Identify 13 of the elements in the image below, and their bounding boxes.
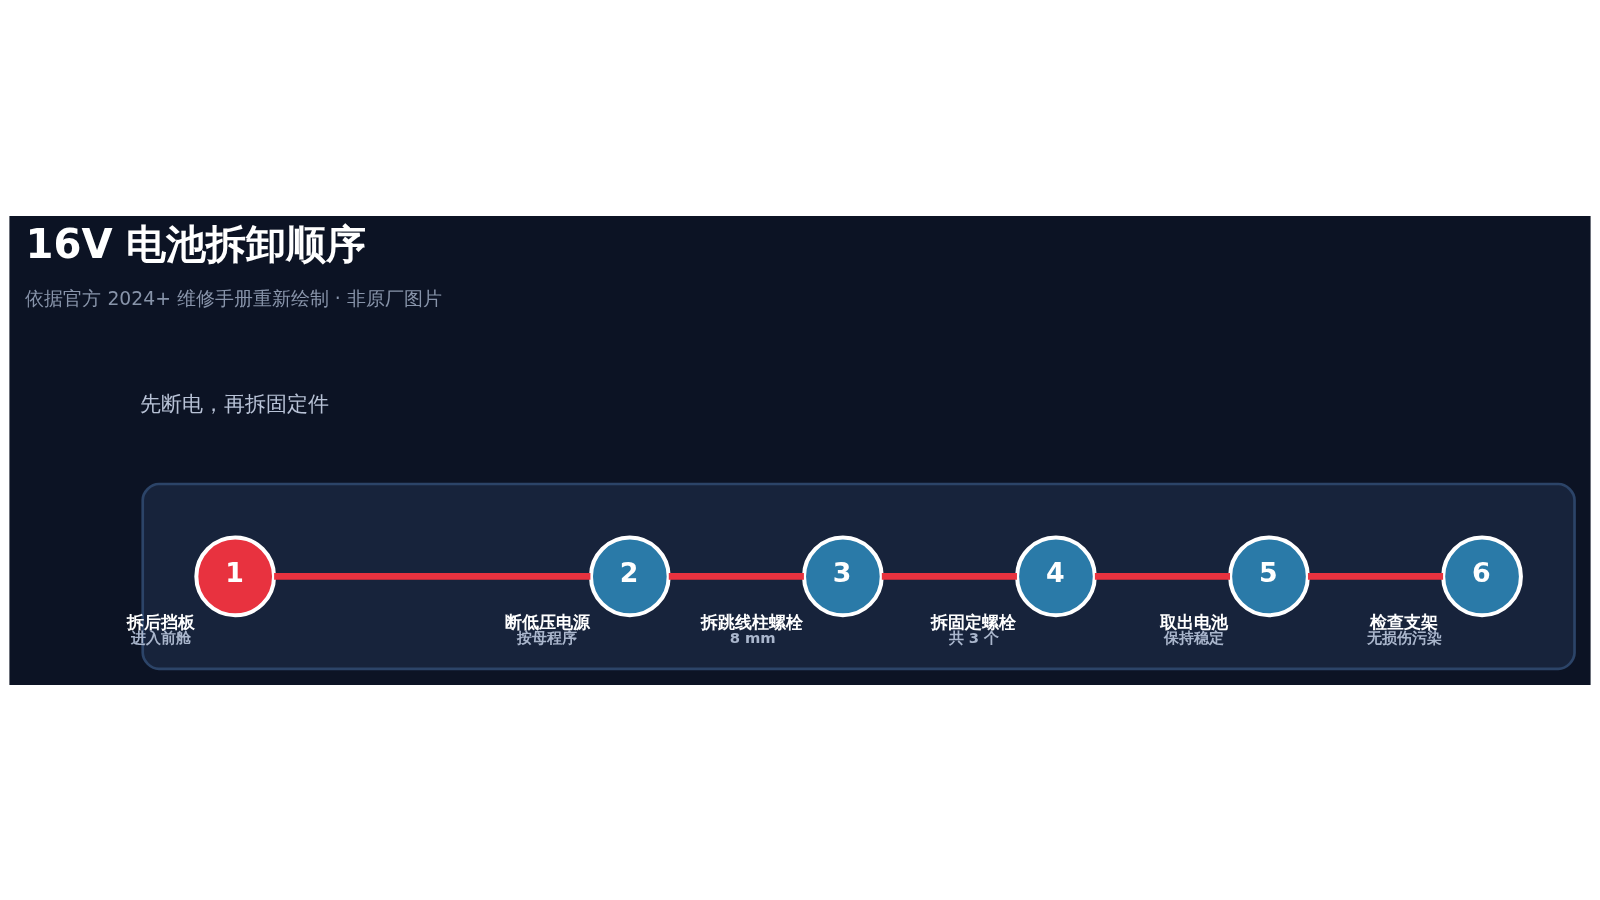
node-circle: 4 <box>1015 535 1097 617</box>
connector <box>1307 572 1444 580</box>
connector <box>274 572 591 580</box>
node-circle: 1 <box>194 535 277 617</box>
connector <box>1094 572 1230 580</box>
node-circle: 6 <box>1441 535 1523 617</box>
connector <box>881 572 1017 580</box>
node-circle: 5 <box>1228 535 1310 617</box>
diagram-title: 16V 电池拆卸顺序 <box>25 220 367 267</box>
connector <box>668 572 804 580</box>
node-circle: 3 <box>802 535 884 617</box>
label: 依据官方 2024+ 维修手册重新绘制 · 非原厂图片 <box>25 287 442 309</box>
label: 先断电，再拆固定件 <box>140 390 330 416</box>
